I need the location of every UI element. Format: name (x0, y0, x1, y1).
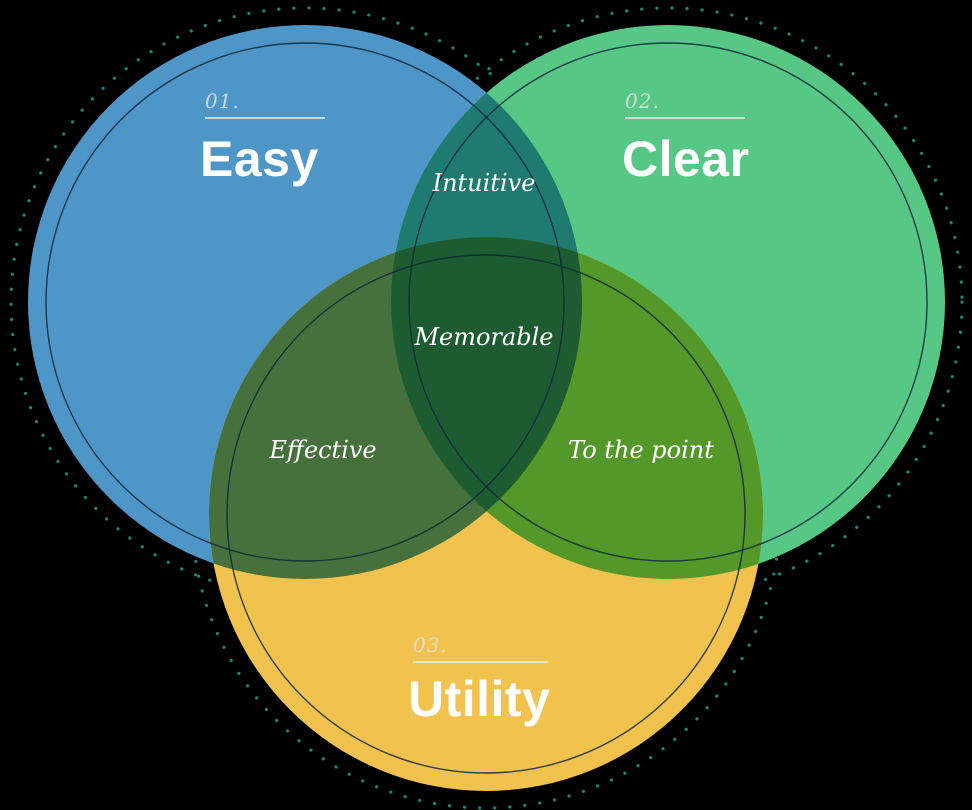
overlap-label-memorable: Memorable (413, 323, 553, 351)
inner-ring-clear (408, 42, 928, 562)
overlap-label-intuitive: Intuitive (432, 169, 536, 197)
easy-label: Easy (200, 131, 319, 187)
inner-ring-easy (45, 42, 565, 562)
overlap-label-effective: Effective (268, 436, 376, 464)
overlap-label-to-the-point: To the point (568, 436, 714, 464)
dotted-ring-clear (372, 6, 964, 598)
clear-number: 02. (625, 89, 660, 113)
inner-ring-utility (226, 254, 746, 774)
easy-number: 01. (205, 89, 240, 113)
utility-label: Utility (408, 671, 550, 727)
clear-label: Clear (622, 131, 750, 187)
utility-number: 03. (413, 633, 448, 657)
